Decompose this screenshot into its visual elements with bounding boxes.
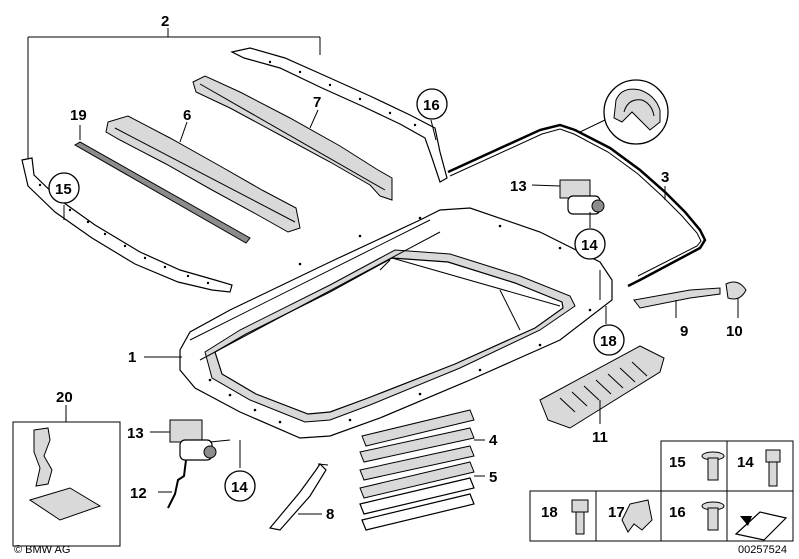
copyright: © BMW AG bbox=[14, 544, 70, 556]
callout-ring-18 bbox=[593, 324, 625, 356]
callout-6: 6 bbox=[183, 107, 191, 124]
legend-17: 17 bbox=[608, 504, 625, 521]
guide-pin-9 bbox=[633, 287, 721, 318]
end-cap-10 bbox=[725, 281, 747, 318]
callout-18: 18 bbox=[600, 333, 617, 350]
callout-14-upper: 14 bbox=[581, 237, 598, 254]
callout-12: 12 bbox=[130, 485, 147, 502]
callout-5: 5 bbox=[489, 469, 497, 486]
callout-ring-16 bbox=[416, 88, 448, 120]
rear-cross-member bbox=[192, 75, 393, 201]
callout-9: 9 bbox=[680, 323, 688, 340]
callout-2: 2 bbox=[161, 13, 169, 30]
drive-cable-8 bbox=[268, 463, 329, 531]
callout-1: 1 bbox=[128, 349, 136, 366]
callout-13-lower: 13 bbox=[127, 425, 144, 442]
seal-profile-detail bbox=[579, 79, 669, 145]
seal-strip-19 bbox=[74, 141, 251, 244]
right-guide-rail bbox=[230, 47, 448, 183]
leader-lines bbox=[63, 109, 666, 468]
legend-18: 18 bbox=[541, 504, 558, 521]
drive-motor-upper bbox=[531, 179, 605, 215]
fastener-legend bbox=[529, 440, 794, 542]
callout-10: 10 bbox=[726, 323, 743, 340]
slat-stack bbox=[359, 409, 485, 531]
callout-8: 8 bbox=[326, 506, 334, 523]
callout-11: 11 bbox=[592, 429, 608, 446]
callout-ring-15 bbox=[48, 172, 80, 204]
crank-12 bbox=[158, 459, 187, 509]
leader-2 bbox=[27, 28, 321, 160]
legend-16: 16 bbox=[669, 504, 686, 521]
sunroof-frame bbox=[179, 207, 613, 439]
legend-14: 14 bbox=[737, 454, 754, 471]
drive-motor-lower bbox=[150, 419, 217, 461]
repair-kit-20 bbox=[12, 405, 121, 547]
legend-15: 15 bbox=[669, 454, 686, 471]
callout-13-upper: 13 bbox=[510, 178, 527, 195]
callout-20: 20 bbox=[56, 389, 73, 406]
callout-15: 15 bbox=[55, 181, 72, 198]
drawing-number: 00257524 bbox=[738, 544, 787, 556]
callout-ring-14a bbox=[574, 228, 606, 260]
wind-deflector bbox=[105, 115, 301, 233]
callout-ring-14b bbox=[224, 470, 256, 502]
callout-4: 4 bbox=[489, 432, 498, 449]
callout-3: 3 bbox=[661, 169, 669, 186]
callout-16: 16 bbox=[423, 97, 440, 114]
callout-14-lower: 14 bbox=[231, 479, 248, 496]
callout-7: 7 bbox=[313, 94, 321, 111]
callout-19: 19 bbox=[70, 107, 87, 124]
rail-cover-11 bbox=[539, 345, 665, 429]
